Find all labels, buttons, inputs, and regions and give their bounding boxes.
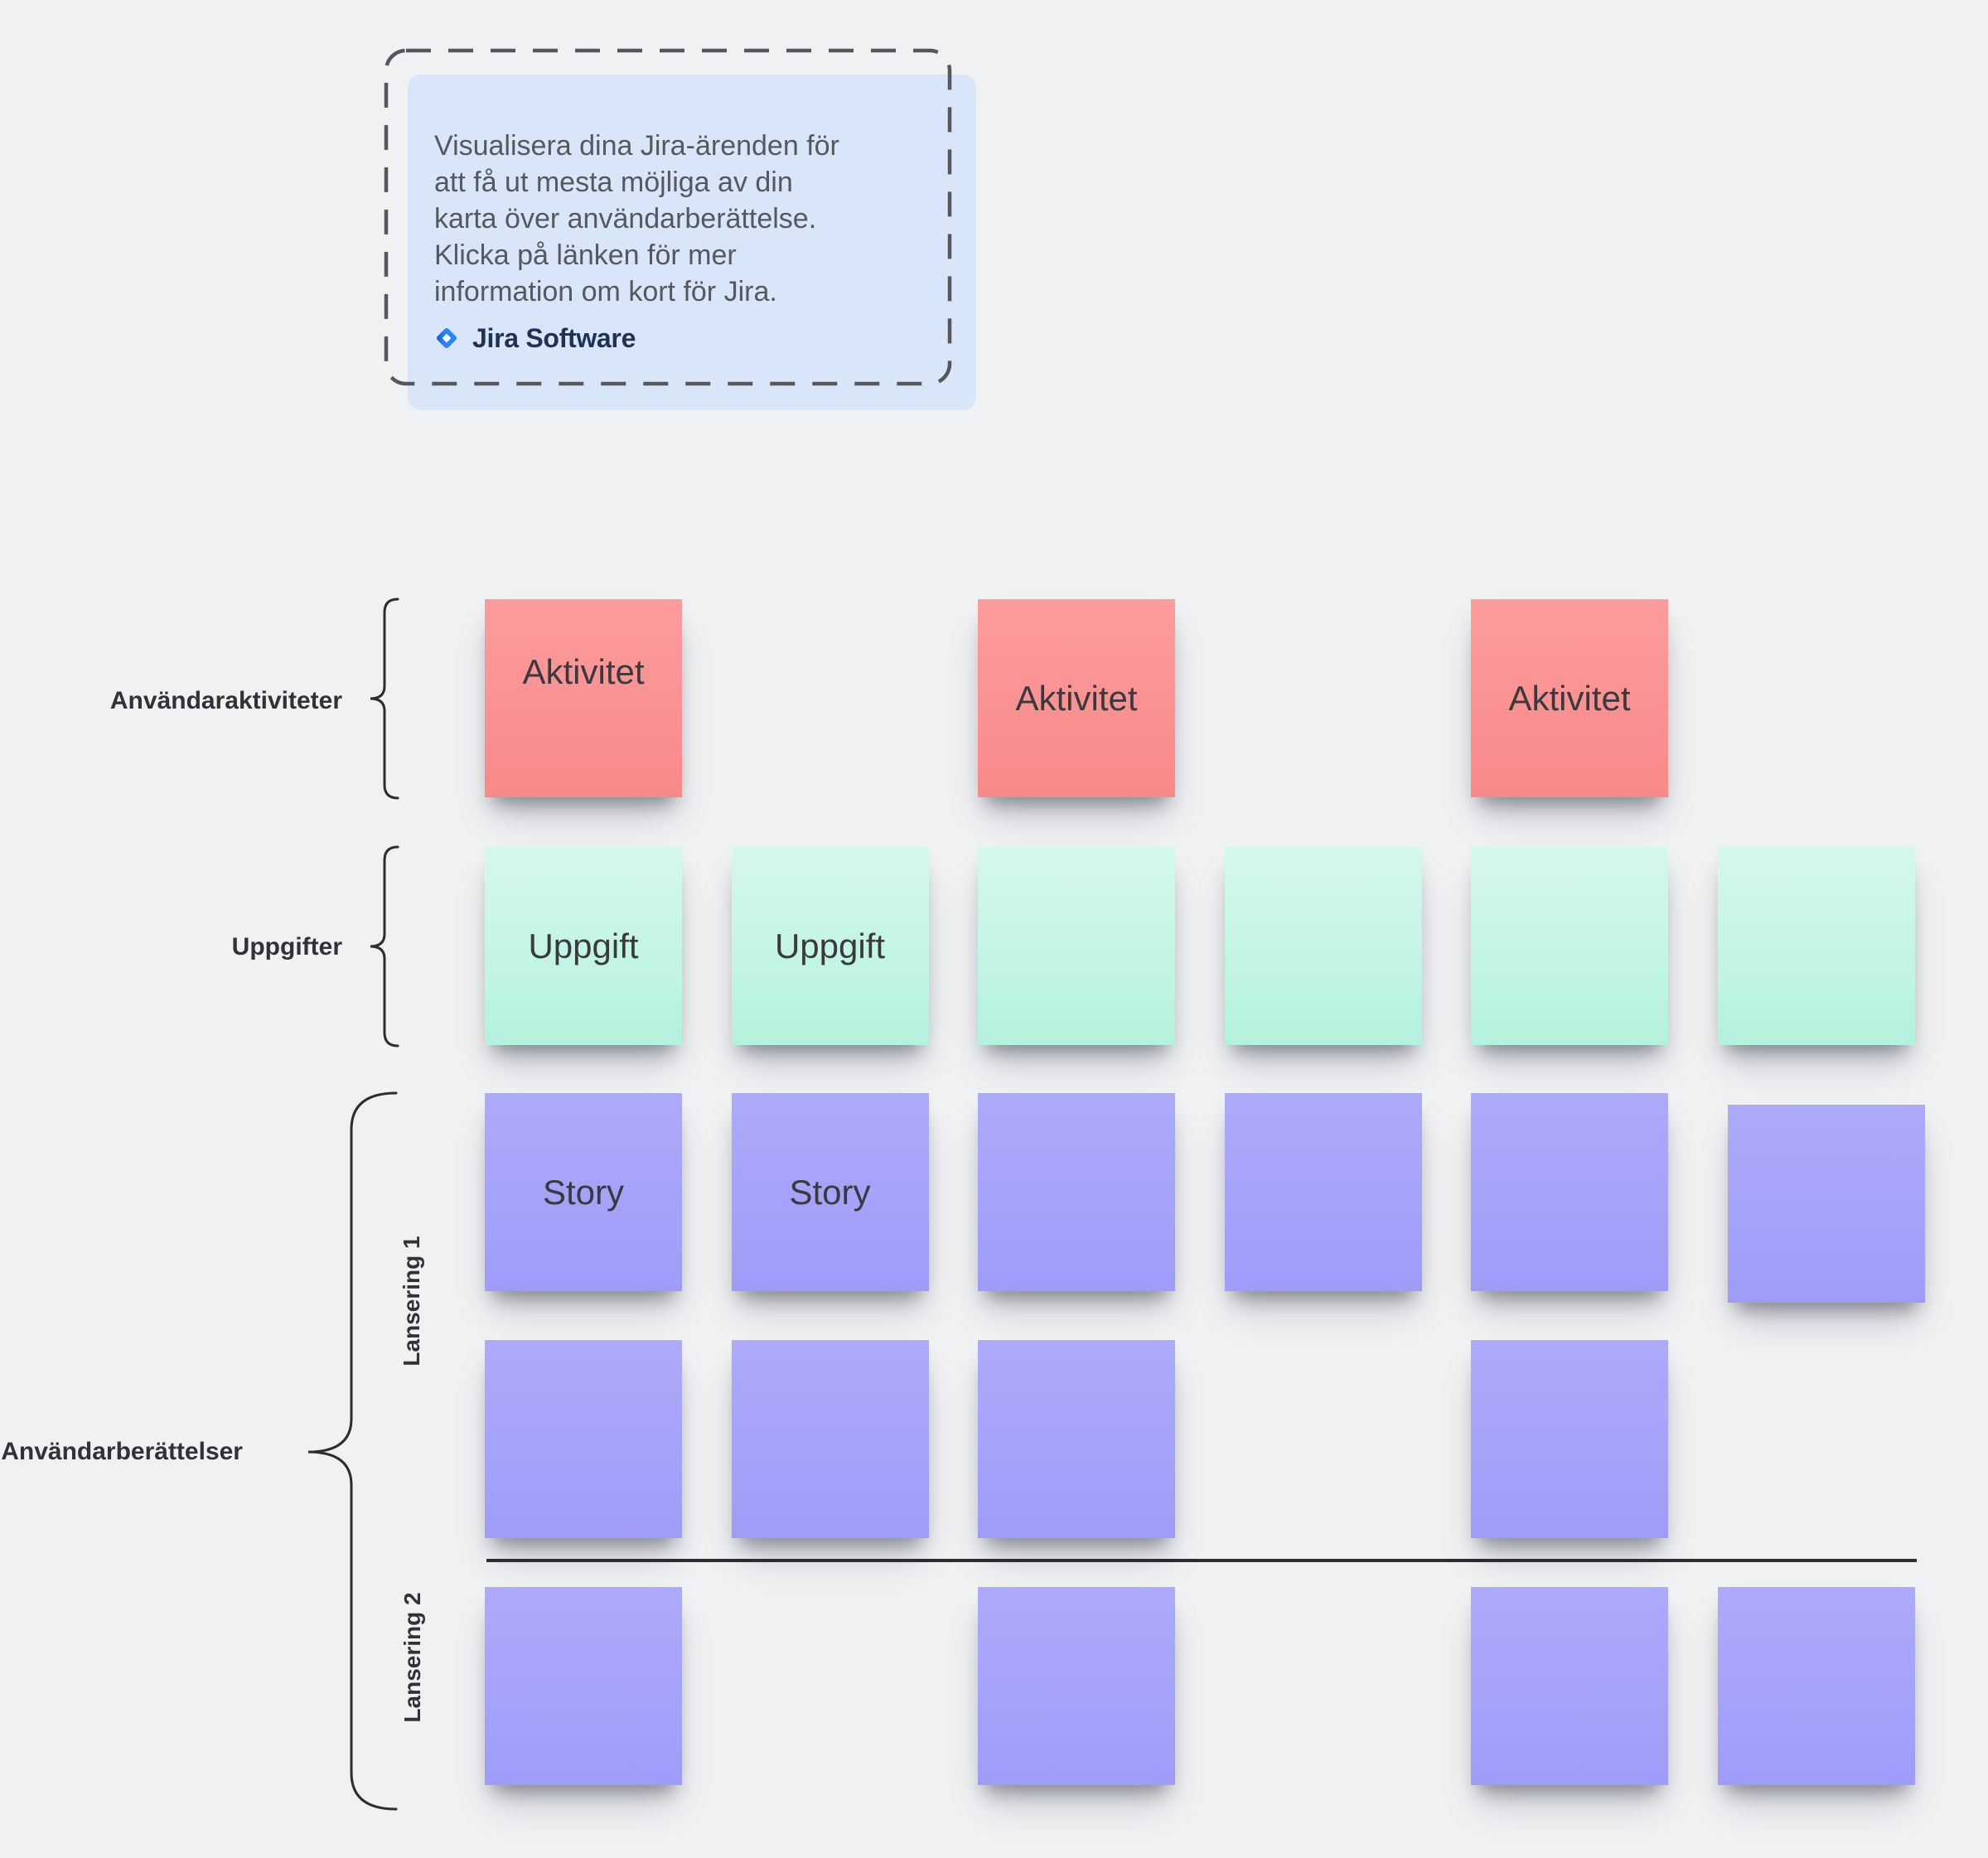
sticky-note-label: Aktivitet [1508,678,1631,718]
sticky-note-task[interactable]: Uppgift [731,847,929,1045]
info-line: information om kort för Jira. [434,276,777,307]
sticky-note-story[interactable] [1471,1340,1668,1538]
info-card: Visualisera dina Jira-ärenden för att få… [408,75,976,410]
sticky-note-story[interactable] [1471,1587,1668,1785]
sticky-note-label: Aktivitet [1015,678,1138,718]
sticky-note-label: Aktivitet [522,652,645,691]
info-line: att få ut mesta möjliga av din [434,167,793,198]
sticky-note-label: Uppgift [528,926,639,965]
sticky-note-story[interactable] [1717,1587,1915,1785]
sticky-note-story[interactable]: Story [485,1093,682,1291]
sticky-note-activity[interactable]: Aktivitet [485,599,682,797]
release-1-label: Lansering 1 [399,1236,424,1367]
sticky-note-story[interactable] [485,1587,682,1785]
sticky-note-activity[interactable]: Aktivitet [1471,599,1668,797]
sticky-note-task[interactable] [1471,847,1668,1045]
sticky-note-task[interactable]: Uppgift [485,847,682,1045]
sticky-note-story[interactable] [1727,1105,1925,1303]
info-line: karta över användarberättelse. [434,203,817,235]
sticky-note-activity[interactable]: Aktivitet [978,599,1175,797]
jira-software-label: Jira Software [472,322,636,353]
sticky-note-story[interactable] [1471,1093,1668,1291]
release-2-label: Lansering 2 [399,1592,425,1723]
sticky-note-story[interactable] [485,1340,682,1538]
sticky-note-story[interactable] [1224,1093,1422,1291]
stories-row-label: Användarberättelser [1,1438,243,1465]
sticky-note-task[interactable] [978,847,1175,1045]
info-card-text: Visualisera dina Jira-ärenden för att få… [434,128,839,310]
sticky-note-label: Story [542,1172,625,1212]
tasks-row-label: Uppgifter [231,933,342,960]
sticky-note-label: Uppgift [774,926,886,965]
tasks-brace [370,845,399,1048]
sticky-note-story[interactable] [731,1340,929,1538]
release-divider-line [486,1559,1917,1562]
sticky-note-task[interactable] [1224,847,1422,1045]
activities-brace [370,598,399,800]
info-line: Visualisera dina Jira-ärenden för [434,130,839,162]
sticky-note-story[interactable]: Story [731,1093,929,1291]
sticky-note-story[interactable] [978,1093,1175,1291]
info-line: Klicka på länken för mer [434,240,737,271]
jira-diamond-icon [431,322,462,354]
stories-brace [307,1091,398,1811]
sticky-note-story[interactable] [978,1587,1175,1785]
sticky-note-task[interactable] [1717,847,1915,1045]
activities-row-label: Användaraktiviteter [109,687,342,714]
sticky-note-story[interactable] [978,1340,1175,1538]
sticky-note-label: Story [789,1172,871,1212]
jira-software-link[interactable]: Jira Software [431,320,636,356]
